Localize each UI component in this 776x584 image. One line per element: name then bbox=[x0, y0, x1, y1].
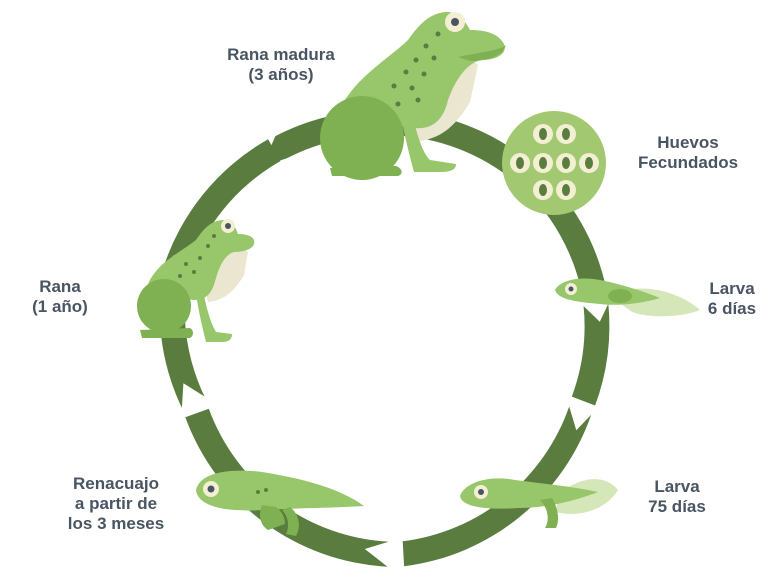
stage-label-line: Renacuajo bbox=[46, 474, 186, 494]
stage-label-young-frog: Rana (1 año) bbox=[14, 277, 106, 317]
stage-label-larva-75-days: Larva 75 días bbox=[632, 477, 722, 517]
stage-label-line: 6 días bbox=[692, 299, 772, 319]
stage-label-line: (1 año) bbox=[14, 297, 106, 317]
stage-label-line: a partir de bbox=[46, 494, 186, 514]
stage-label-line: Rana madura bbox=[196, 45, 366, 65]
larva-6-days-illustration bbox=[555, 278, 700, 316]
stage-label-tadpole: Renacuajo a partir de los 3 meses bbox=[46, 474, 186, 534]
eggs-illustration bbox=[502, 111, 606, 215]
stage-label-line: Larva bbox=[692, 279, 772, 299]
stage-label-mature-frog: Rana madura (3 años) bbox=[196, 45, 366, 85]
stage-label-line: los 3 meses bbox=[46, 514, 186, 534]
stage-label-line: Fecundados bbox=[618, 153, 758, 173]
stage-label-fertilized-eggs: Huevos Fecundados bbox=[618, 133, 758, 173]
stage-label-line: Huevos bbox=[618, 133, 758, 153]
stage-label-line: Rana bbox=[14, 277, 106, 297]
stage-label-line: (3 años) bbox=[196, 65, 366, 85]
stage-label-larva-6-days: Larva 6 días bbox=[692, 279, 772, 319]
stage-label-line: 75 días bbox=[632, 497, 722, 517]
ring-segment bbox=[572, 304, 610, 406]
stage-label-line: Larva bbox=[632, 477, 722, 497]
